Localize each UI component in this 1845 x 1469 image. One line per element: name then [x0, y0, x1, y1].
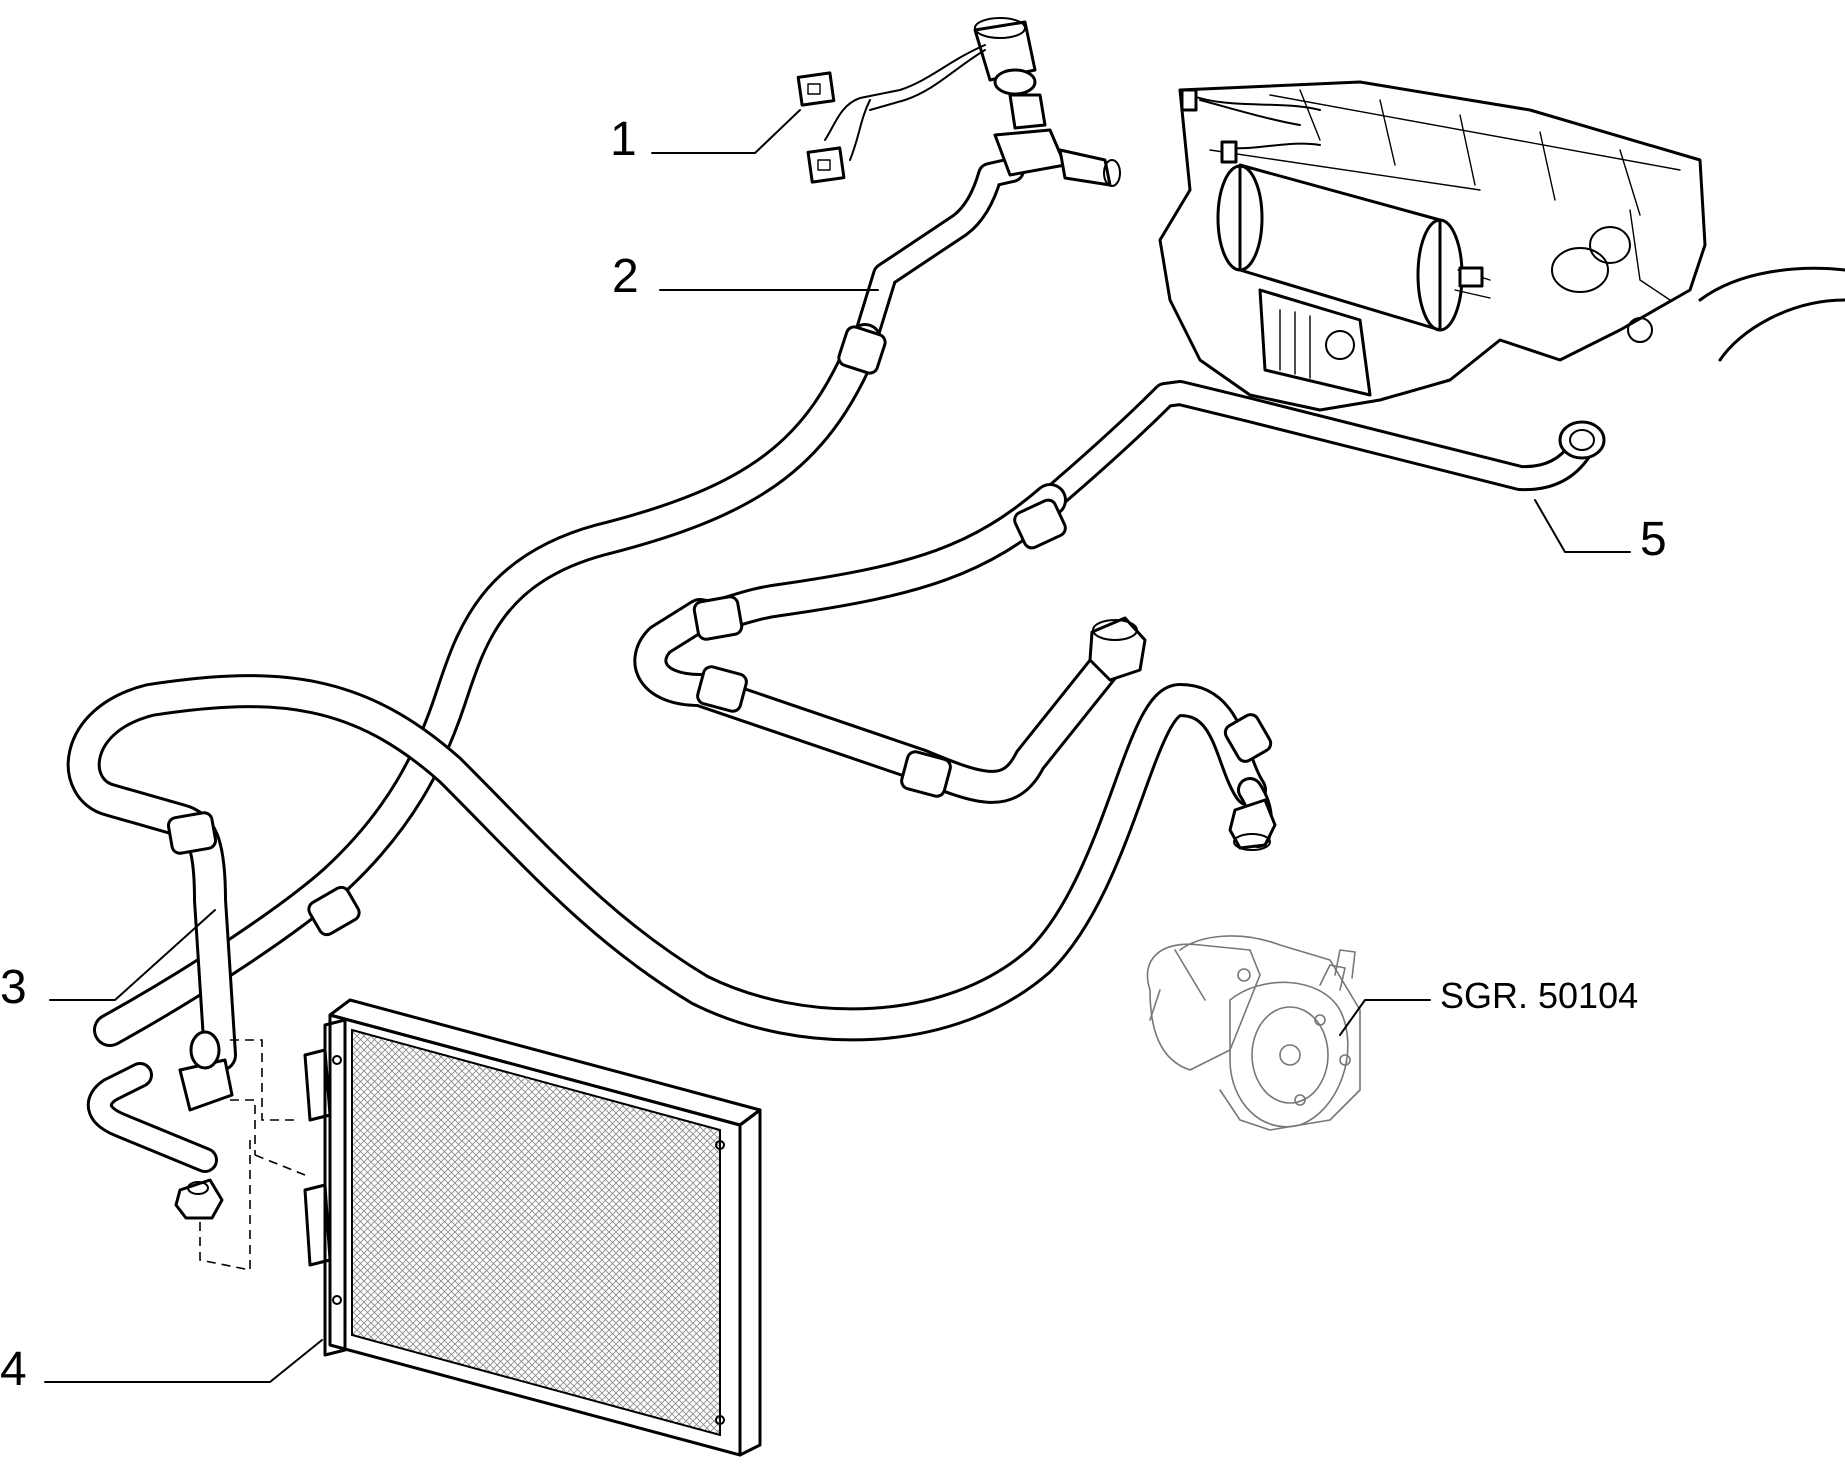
hose-ferrules — [166, 325, 1273, 937]
hose-3 — [66, 674, 1273, 1072]
leader-lines — [44, 109, 1631, 1383]
leader-1 — [651, 109, 801, 154]
pressure-switch — [796, 17, 1121, 187]
leader-5 — [1534, 499, 1631, 553]
leader-ref — [1339, 999, 1431, 1036]
callout-2: 2 — [612, 250, 639, 303]
callout-3: 3 — [0, 961, 27, 1014]
condenser-inlet-pipe — [86, 1062, 218, 1173]
callout-5: 5 — [1640, 513, 1667, 566]
compressor-group-reference: SGR. 50104 — [1440, 975, 1638, 1016]
leader-4 — [44, 1339, 323, 1383]
callout-1: 1 — [610, 113, 637, 166]
leader-3 — [49, 909, 216, 1001]
hose-2 — [93, 157, 1025, 1047]
callout-4: 4 — [0, 1343, 27, 1396]
compressor-reference — [1146, 935, 1361, 1131]
callout-labels: 1 2 3 4 5 SGR. 50104 — [0, 113, 1667, 1396]
condenser — [323, 998, 762, 1457]
assembly-guide-lines — [199, 1039, 306, 1271]
evaporator-unit — [1158, 80, 1845, 412]
